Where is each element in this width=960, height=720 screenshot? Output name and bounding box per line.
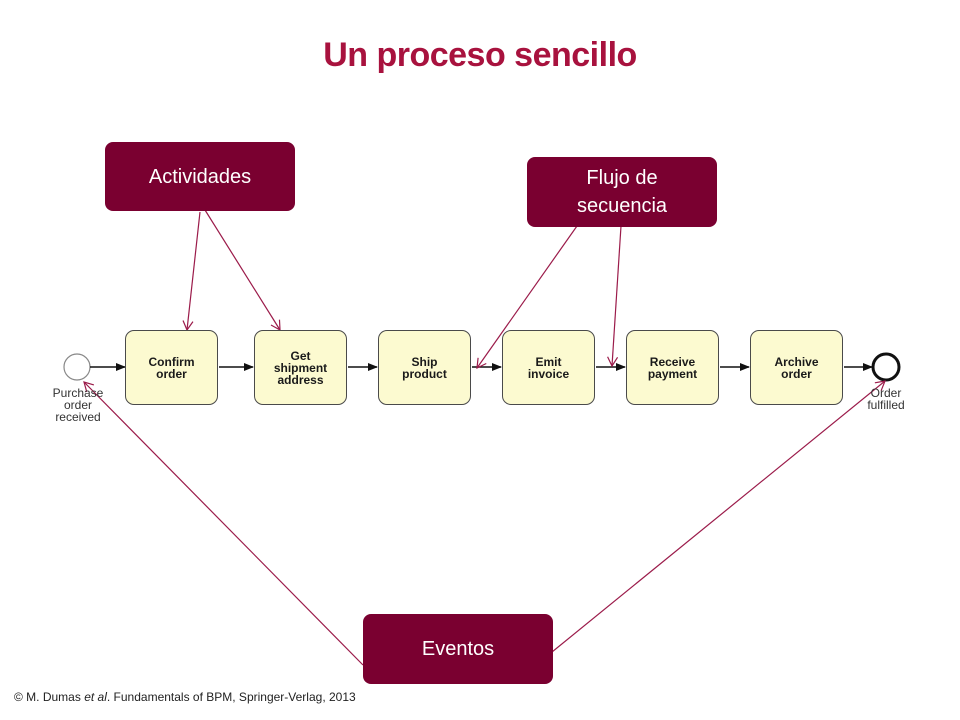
start-event-label: Purchase order received bbox=[42, 387, 114, 423]
task-label-line: Confirm bbox=[148, 354, 195, 369]
start-event-label-line: Purchase bbox=[52, 386, 104, 400]
citation-prefix: © M. Dumas bbox=[14, 690, 85, 704]
start-event-label-line: order bbox=[63, 398, 92, 412]
callout-eventos-label: Eventos bbox=[421, 638, 495, 660]
task-receive-payment: Receive payment bbox=[626, 330, 719, 405]
task-label-line: Receive bbox=[649, 354, 696, 369]
pointer-activities-1 bbox=[182, 211, 201, 332]
task-label-line: Emit bbox=[535, 354, 562, 369]
task-confirm-order: Confirm order bbox=[125, 330, 218, 405]
start-event-circle bbox=[63, 353, 91, 381]
task-label-line: Ship bbox=[411, 354, 438, 369]
task-label-line: address bbox=[277, 372, 324, 387]
task-label-line: order bbox=[781, 366, 812, 381]
task-label-line: invoice bbox=[527, 366, 570, 381]
start-event-label-line: received bbox=[55, 410, 101, 424]
task-ship-product: Ship product bbox=[378, 330, 471, 405]
callout-actividades: Actividades bbox=[105, 142, 295, 211]
citation-footer: © M. Dumas et al. Fundamentals of BPM, S… bbox=[14, 690, 356, 704]
pointer-flow-1 bbox=[476, 225, 578, 370]
citation-suffix: . Fundamentals of BPM, Springer-Verlag, … bbox=[106, 690, 356, 704]
task-label-line: product bbox=[402, 366, 447, 381]
task-label-line: Archive bbox=[774, 354, 819, 369]
end-event-label-line: fulfilled bbox=[867, 398, 905, 412]
end-event-label: Order fulfilled bbox=[852, 387, 920, 411]
end-event-circle bbox=[871, 352, 901, 382]
citation-italic: et al bbox=[84, 690, 107, 704]
pointer-lines bbox=[83, 209, 886, 666]
pointer-activities-2 bbox=[204, 209, 281, 332]
callout-flujo-line2: secuencia bbox=[576, 195, 668, 217]
callout-eventos: Eventos bbox=[363, 614, 553, 684]
task-label-line: shipment bbox=[273, 360, 328, 375]
callout-flujo-secuencia: Flujo de secuencia bbox=[527, 157, 717, 227]
page-title: Un proceso sencillo bbox=[323, 36, 637, 74]
pointer-flow-2 bbox=[607, 225, 622, 368]
end-event-label-line: Order bbox=[870, 386, 902, 400]
callout-actividades-label: Actividades bbox=[148, 165, 252, 188]
task-archive-order: Archive order bbox=[750, 330, 843, 405]
task-get-shipment-address: Get shipment address bbox=[254, 330, 347, 405]
task-label-line: payment bbox=[647, 366, 698, 381]
pointer-events-1 bbox=[83, 381, 364, 666]
callout-flujo-line1: Flujo de bbox=[586, 167, 658, 189]
pointer-events-2 bbox=[551, 380, 886, 653]
task-emit-invoice: Emit invoice bbox=[502, 330, 595, 405]
task-label-line: order bbox=[156, 366, 187, 381]
task-label-line: Get bbox=[290, 348, 311, 363]
